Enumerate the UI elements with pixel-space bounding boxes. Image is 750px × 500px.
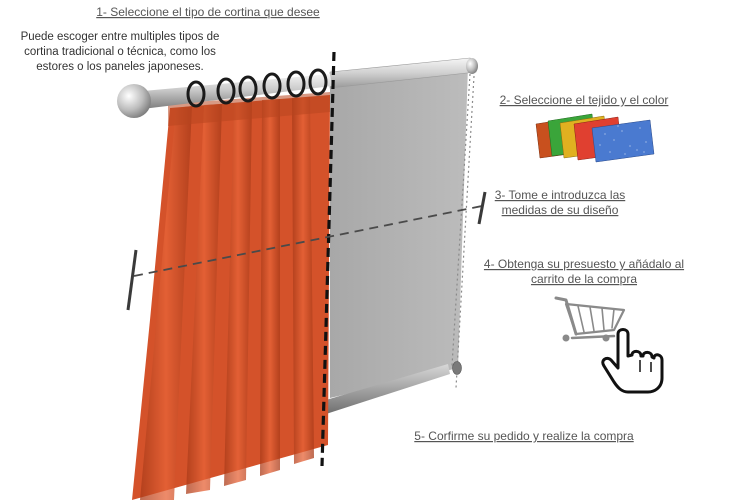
step2-label: 2- Seleccione el tejido y el color — [500, 93, 669, 107]
bead-chain-left — [451, 73, 471, 367]
roller-blind-icon — [326, 57, 478, 414]
step3-label-line1: 3- Tome e introduzca las — [495, 188, 626, 202]
curtain-ring — [308, 68, 328, 96]
curtain-ring — [238, 75, 258, 103]
step4-label-line1: 4- Obtenga su presuesto y añádalo al — [484, 257, 684, 271]
curtain-ring — [286, 70, 306, 98]
cart-basket — [564, 302, 626, 336]
description-line3: estores o los paneles japoneses. — [36, 61, 204, 73]
step4-label-line2: carrito de la compra — [531, 272, 637, 286]
curtain-ring — [216, 77, 236, 105]
curtain-pleat — [140, 106, 192, 500]
step1-label: 1- Seleccione el tipo de cortina que des… — [96, 5, 320, 19]
shopping-cart-icon — [554, 296, 626, 342]
curtain-pleat — [186, 104, 222, 494]
description-line2: cortina tradicional o técnica, como los — [24, 46, 216, 58]
cart-wheel — [562, 334, 570, 342]
curtain-pleat — [224, 102, 252, 486]
curtain-icon — [132, 92, 330, 500]
description-line1: Puede escoger entre multiples tipos de — [21, 31, 220, 43]
fabric-swatch — [591, 119, 655, 163]
curtain-rod-icon — [117, 68, 332, 118]
curtain-pleat — [260, 99, 280, 476]
measure-end-marker-left — [126, 249, 138, 311]
curtain-rod-knob — [117, 84, 151, 118]
fabric-texture — [599, 125, 647, 155]
bead-chain-right — [455, 75, 475, 389]
curtain-heading — [168, 92, 330, 126]
measure-end-marker-right — [477, 191, 487, 225]
pointing-hand — [601, 328, 664, 394]
step5-label: 5- Corfirme su pedido y realize la compr… — [414, 429, 634, 443]
fabric-swatches-icon — [535, 113, 655, 163]
curtain-ring — [262, 72, 282, 100]
chain-weight — [452, 361, 462, 375]
blind-bottom-bar — [326, 364, 450, 414]
curtain-ring — [186, 80, 206, 108]
cart-wheel — [602, 334, 610, 342]
step3-label-line2: medidas de su diseño — [502, 203, 619, 217]
curtain-pleat — [292, 97, 314, 464]
roller-blind-fabric — [330, 66, 468, 398]
curtain-rod — [132, 74, 332, 110]
pointing-hand-icon — [601, 328, 664, 394]
roller-end-cap — [466, 58, 478, 74]
